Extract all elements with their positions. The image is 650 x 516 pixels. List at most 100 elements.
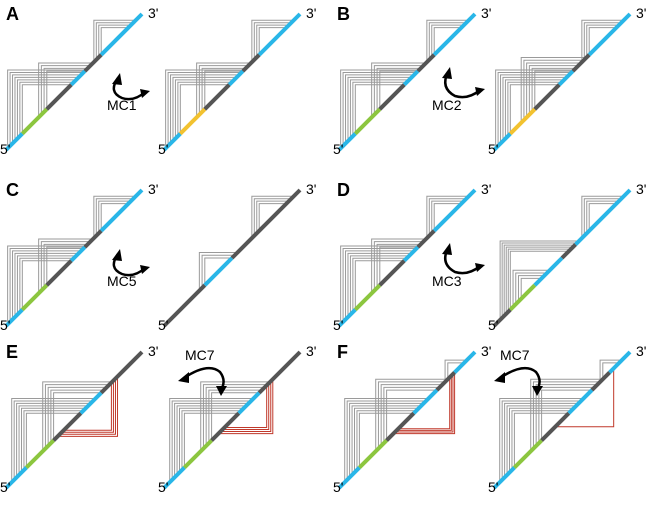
base-pair-arc (25, 412, 81, 468)
base-pair-arc (47, 386, 107, 446)
backbone-segment (533, 256, 564, 287)
base-pair-arc (433, 27, 462, 55)
base-pair-arc (253, 22, 292, 60)
three-prime-label: 3' (148, 5, 158, 21)
base-pair-arc (349, 79, 410, 139)
base-pair-arc (509, 84, 560, 134)
five-prime-label: 5' (488, 141, 498, 157)
base-pair-arc (342, 71, 417, 146)
base-pair-arc (198, 252, 238, 291)
structure-before: 5'3' (333, 343, 491, 495)
backbone-segment (52, 411, 83, 442)
base-pair-arc (520, 57, 587, 123)
base-pair-arc (9, 71, 84, 146)
base-pair-arc (174, 402, 249, 478)
panel-label: E (6, 342, 18, 362)
move-label: MC7 (185, 347, 215, 363)
arrowhead-left-icon (112, 249, 122, 261)
base-pair-arc (513, 412, 569, 468)
structure-after: 5'3' (158, 5, 316, 157)
base-pair-arc (347, 252, 412, 318)
three-prime-label: 3' (481, 5, 491, 21)
backbone-segment (590, 370, 612, 392)
base-pair-arc (204, 70, 243, 110)
base-pair-arc (373, 241, 424, 291)
base-pair-arc (386, 389, 437, 441)
backbone-segment (99, 350, 144, 395)
base-pair-arc (340, 245, 419, 325)
three-prime-label: 3' (306, 343, 316, 359)
backbone-segment (512, 438, 544, 470)
base-pair-arc (433, 203, 462, 231)
base-pair-arc (12, 74, 82, 144)
panel-a: A 5'3' 5'3' MC1 (0, 4, 316, 157)
base-pair-arc (509, 250, 569, 310)
backbone-segment (453, 350, 477, 374)
panel-c: C 5'3' 5'3' MC5 (0, 180, 316, 333)
base-pair-arc (528, 65, 579, 115)
panel-label: B (337, 4, 350, 24)
backbone-segment (45, 259, 73, 287)
base-pair-arc (16, 255, 77, 315)
base-pair-arc (177, 81, 232, 137)
arrowhead-left-icon (442, 67, 452, 79)
base-pair-arc (251, 195, 294, 239)
backbone-segment (230, 188, 302, 260)
pseudoknot-arc (57, 376, 119, 437)
base-pair-arc (352, 81, 407, 137)
base-pair-arc (530, 378, 603, 452)
base-pair-arc (170, 74, 240, 144)
base-pair-arc (426, 195, 469, 239)
base-pair-arc (44, 384, 110, 449)
base-pair-arc (507, 248, 571, 312)
base-pair-arc (500, 74, 570, 144)
arrowhead-left-icon (442, 243, 452, 255)
pseudoknot-arc (393, 372, 456, 435)
backbone-segment (353, 107, 382, 136)
five-prime-label: 5' (488, 317, 498, 333)
base-pair-arc (447, 362, 465, 380)
backbone-segment (508, 283, 537, 312)
base-pair-arc (204, 257, 232, 286)
base-pair-arc (383, 386, 440, 444)
backbone-segment (45, 83, 73, 111)
base-pair-arc (211, 392, 260, 441)
structure-after: 5'3' (488, 5, 646, 157)
backbone-segment (402, 245, 420, 263)
base-pair-arc (507, 81, 562, 137)
panel-d: D 5'3' 5'3' MC3 (333, 180, 646, 333)
five-prime-label: 5' (488, 479, 498, 495)
backbone-segment (567, 388, 594, 415)
base-pair-arc (95, 22, 134, 60)
base-pair-arc (251, 19, 294, 63)
base-pair-arc (258, 203, 287, 231)
base-pair-arc (497, 71, 572, 146)
base-pair-arc (19, 81, 74, 137)
base-pair-arc (499, 398, 584, 483)
base-pair-arc (200, 381, 271, 452)
arrowhead-right-icon (216, 386, 227, 396)
backbone-segment (432, 188, 477, 233)
base-pair-arc (18, 405, 89, 475)
base-pair-arc (100, 203, 129, 231)
base-pair-arc (345, 74, 415, 144)
base-pair-arc (14, 252, 79, 318)
three-prime-label: 3' (148, 181, 158, 197)
base-pair-arc (171, 400, 252, 480)
base-pair-arc (202, 384, 268, 449)
base-pair-arc (40, 241, 91, 291)
base-pair-arc (504, 79, 565, 139)
backbone-segment (257, 12, 302, 57)
base-pair-arc (356, 410, 417, 471)
base-pair-arc (23, 410, 84, 471)
base-pair-arc (520, 277, 542, 299)
pseudoknot-arc (218, 379, 274, 435)
base-pair-arc (502, 76, 567, 142)
backbone-segment (4, 132, 24, 152)
panel-f: F 5'3' 5'3' MC7 (333, 342, 646, 495)
backbone-segment (378, 83, 406, 111)
base-pair-arc (428, 198, 467, 236)
five-prime-label: 5' (158, 479, 168, 495)
backbone-segment (533, 83, 561, 111)
five-prime-label: 5' (0, 317, 10, 333)
